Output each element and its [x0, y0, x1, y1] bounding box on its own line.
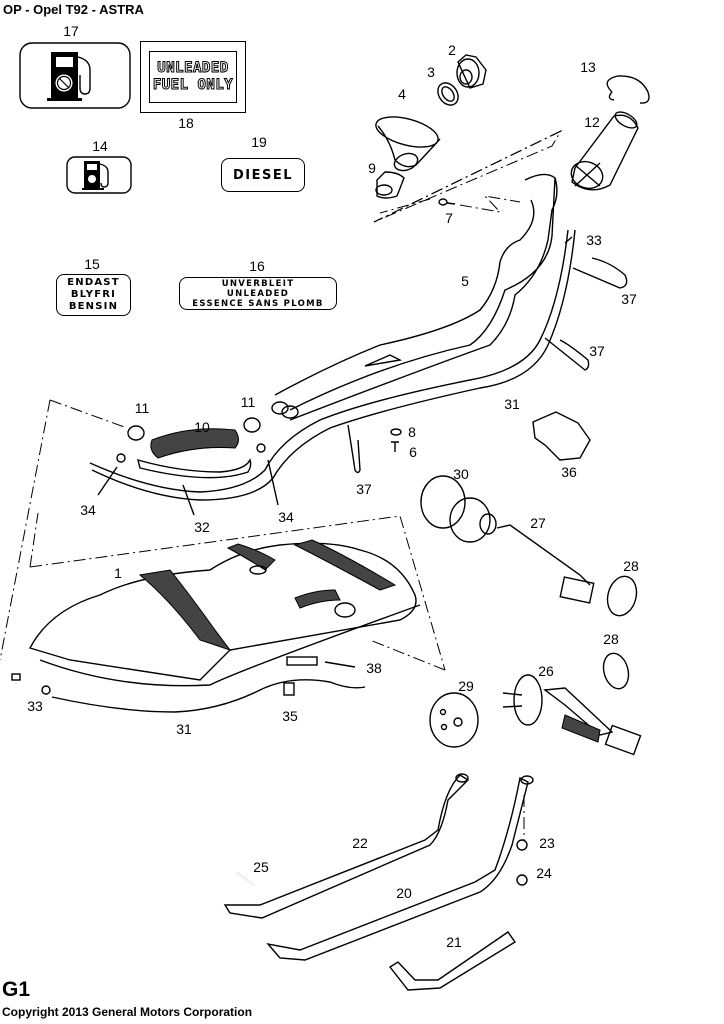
part-bracket — [532, 411, 591, 461]
decal-18-line-2: FUEL ONLY — [152, 77, 234, 94]
callout-bolt: 6 — [409, 444, 417, 460]
callout-retaining-ring: 13 — [580, 59, 596, 75]
decal-14-border — [66, 156, 132, 194]
callout-clamp-left: 11 — [134, 400, 150, 416]
part-fuel-tank — [28, 539, 421, 687]
part-connecting-hose — [150, 428, 239, 459]
decal-unverbleit-unleaded: UNVERBLEIT UNLEADED ESSENCE SANS PLOMB — [179, 277, 337, 310]
part-filler-pipe — [271, 173, 558, 421]
callout-strap-bracket: 21 — [446, 934, 462, 950]
part-retaining-ring — [606, 75, 650, 104]
decal-19-line-1: DIESEL — [232, 167, 294, 183]
part-tank-strap-left — [223, 773, 470, 919]
callout-fuel-pump: 26 — [538, 663, 554, 679]
callout-clip-left: 34 — [80, 502, 96, 518]
callout-vent-line: 32 — [194, 519, 210, 535]
callout-vent-hose-upper: 37 — [621, 291, 637, 307]
callout-bracket: 36 — [561, 464, 577, 480]
callout-14: 14 — [92, 138, 108, 154]
callout-filler-housing: 12 — [584, 114, 600, 130]
part-seal-ring — [437, 82, 459, 106]
callout-pin: 25 — [253, 859, 269, 875]
callout-filler-cap: 2 — [448, 42, 456, 58]
callout-nut-lock: 24 — [536, 865, 552, 881]
part-tank-strap-right — [266, 775, 534, 961]
decal-17-pump-icon — [19, 42, 131, 109]
callout-fuel-line-lower: 31 — [176, 721, 192, 737]
callout-17: 17 — [63, 23, 79, 39]
callout-washer: 8 — [408, 424, 416, 440]
callout-lock-ring: 29 — [458, 678, 474, 694]
part-clamp-right — [243, 417, 261, 433]
part-screw — [438, 195, 521, 213]
part-neck-sleeve — [375, 171, 405, 199]
callout-screw: 7 — [445, 210, 453, 226]
decal-15-line-3: BENSIN — [68, 301, 119, 312]
decal-diesel: DIESEL — [221, 158, 305, 192]
callout-clamp-right: 11 — [240, 394, 256, 410]
callout-tank-strap-right: 20 — [396, 885, 412, 901]
decal-15-line-1: ENDAST — [67, 277, 120, 288]
decal-16-line-1: UNVERBLEIT — [221, 278, 295, 289]
callout-pad: 38 — [366, 660, 382, 676]
callout-sender-housing: 30 — [453, 466, 469, 482]
decal-endast-blyfri-bensin: ENDAST BLYFRI BENSIN — [56, 274, 131, 316]
callout-o-ring-upper: 28 — [623, 558, 639, 574]
callout-nut: 23 — [539, 835, 555, 851]
callout-clip-bottom: 33 — [27, 698, 43, 714]
part-lock-ring — [429, 692, 479, 748]
part-filler-cap — [456, 54, 487, 89]
callout-connecting-hose: 10 — [194, 419, 210, 435]
decal-unleaded-fuel-only: UNLEADED FUEL ONLY — [140, 41, 246, 113]
callout-18: 18 — [178, 115, 194, 131]
part-fuel-gauge-sender — [559, 576, 595, 604]
decal-16-line-2: UNLEADED — [226, 288, 290, 299]
copyright-notice: Copyright 2013 General Motors Corporatio… — [2, 1005, 253, 1019]
callout-clip-right: 34 — [278, 509, 294, 525]
callout-tank-strap-left: 22 — [352, 835, 368, 851]
callout-filler-boot: 4 — [398, 86, 406, 102]
decal-15-line-2: BLYFRI — [70, 289, 117, 300]
callout-vent-hose-lower: 37 — [356, 481, 372, 497]
decal-14-pump-icon — [66, 156, 132, 194]
section-code: G1 — [2, 978, 31, 1001]
callout-15: 15 — [84, 256, 100, 272]
callout-fuel-tank: 1 — [114, 565, 122, 581]
callout-seal-ring: 3 — [427, 64, 435, 80]
callout-clip-top: 33 — [586, 232, 602, 248]
part-filler-boot — [375, 116, 441, 172]
decal-17-border — [19, 42, 131, 109]
callout-neck-sleeve: 9 — [368, 160, 376, 176]
decal-16-line-3: ESSENCE SANS PLOMB — [192, 298, 324, 309]
callout-clip-tank: 35 — [282, 708, 298, 724]
decal-18-line-1: UNLEADED — [157, 60, 229, 77]
callout-16: 16 — [249, 258, 265, 274]
part-fuel-pump — [502, 674, 642, 756]
callout-fuel-line-upper: 31 — [504, 396, 520, 412]
callout-filler-pipe: 5 — [461, 273, 469, 289]
callout-fuel-gauge-sender: 27 — [530, 515, 546, 531]
part-strap-bracket — [388, 931, 516, 991]
page-title: OP - Opel T92 - ASTRA — [3, 2, 144, 17]
part-sender-housing — [420, 475, 497, 543]
part-clamp-left — [127, 425, 145, 441]
callout-o-ring-lower: 28 — [603, 631, 619, 647]
part-filler-housing — [570, 111, 639, 191]
callout-vent-hose-middle: 37 — [589, 343, 605, 359]
callout-19: 19 — [251, 134, 267, 150]
